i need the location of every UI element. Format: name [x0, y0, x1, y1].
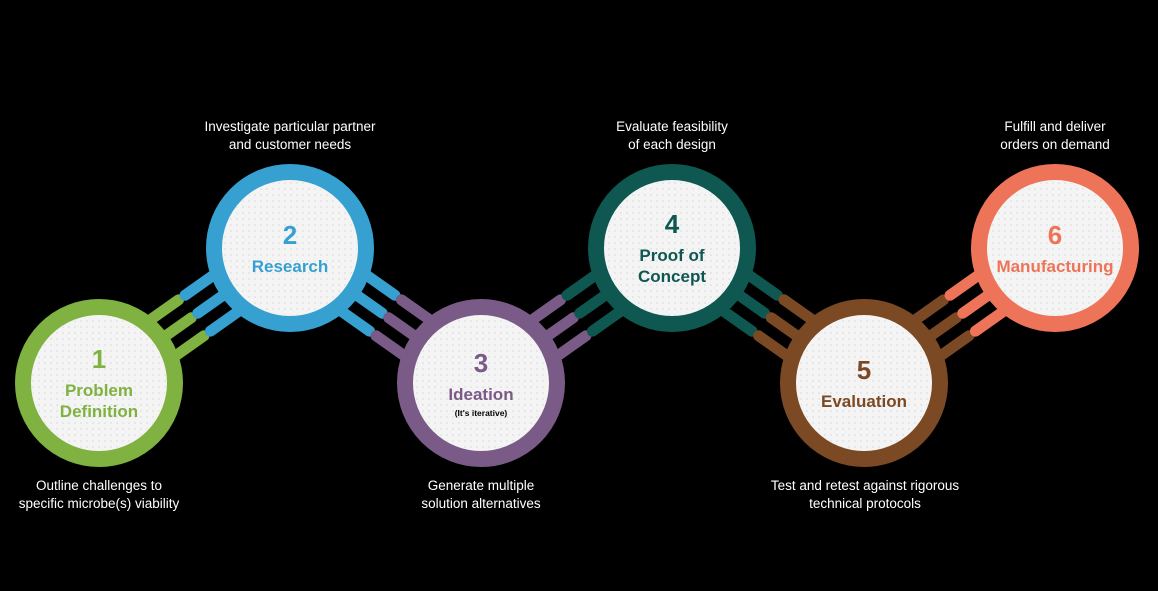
step-3-subtitle: (It's iterative) — [454, 407, 508, 418]
step-3-caption: Generate multiple solution alternatives — [421, 478, 541, 511]
step-4-title: Proof of Concept — [638, 246, 706, 286]
step-5-dot-texture — [797, 316, 931, 450]
step-5-caption: Test and retest against rigorous technic… — [770, 478, 960, 511]
step-6-node: 6 Manufacturing — [985, 178, 1125, 318]
step-5-node: 5 Evaluation — [794, 313, 934, 453]
step-2-title: Research — [251, 256, 329, 276]
step-2-node: 2 Research — [220, 178, 360, 318]
step-4-node: 4 Proof of Concept — [602, 178, 742, 318]
step-4-dot-texture — [605, 181, 739, 315]
step-2-caption: Investigate particular partner and custo… — [204, 119, 376, 152]
step-4-caption: Evaluate feasibility of each design — [616, 119, 728, 152]
step-1-number: 1 — [91, 344, 107, 374]
step-1-caption: Outline challenges to specific microbe(s… — [18, 478, 180, 511]
step-5-title: Evaluation — [821, 391, 907, 411]
step-1-dot-texture — [32, 316, 166, 450]
step-2-dot-texture — [223, 181, 357, 315]
step-3-node: 3 Ideation (It's iterative) — [411, 313, 551, 453]
ring-layer — [15, 164, 1139, 467]
step-1-node: 1 Problem Definition — [29, 313, 169, 453]
step-4-number: 4 — [664, 209, 680, 239]
step-1-title: Problem Definition — [59, 381, 139, 421]
step-6-number: 6 — [1047, 219, 1063, 250]
step-6-caption: Fulfill and deliver orders on demand — [1000, 119, 1110, 152]
step-6-title: Manufacturing — [996, 256, 1114, 276]
step-6-dot-texture — [988, 181, 1122, 315]
step-3-number: 3 — [473, 347, 489, 378]
step-5-number: 5 — [856, 354, 872, 385]
step-3-dot-texture — [414, 316, 548, 450]
step-2-number: 2 — [282, 219, 298, 250]
step-3-title: Ideation — [448, 384, 514, 404]
